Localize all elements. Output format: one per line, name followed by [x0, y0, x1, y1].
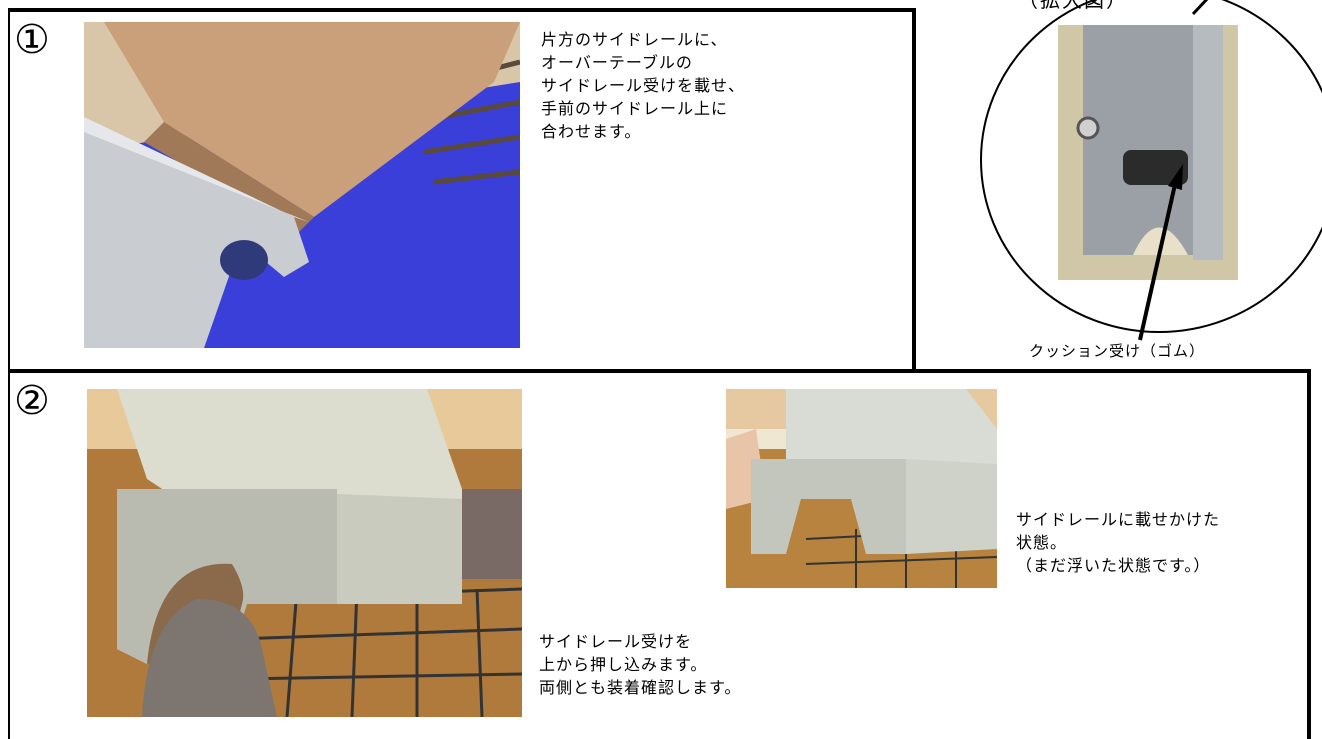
step-2-panel: ② — [8, 369, 1311, 739]
step-2-side-caption-line: （まだ浮いた状態です。） — [1016, 556, 1211, 575]
step-1-panel: ① — [8, 8, 916, 372]
step-1-caption: 片方のサイドレールに、 オーバーテーブルの サイドレール受けを載せ、 手前のサイ… — [541, 28, 745, 143]
step-2-main-caption: サイドレール受けを 上から押し込みます。 両側とも装着確認します。 — [539, 630, 741, 699]
step-2-number: ② — [14, 378, 50, 424]
cushion-label: クッション受け（ゴム） — [1029, 342, 1206, 360]
step-2-main-photo-illustration — [87, 389, 522, 717]
step-2-main-caption-line: サイドレール受けを — [539, 632, 693, 651]
step-2-main-photo — [87, 389, 522, 717]
zoom-circle-illustration — [980, 0, 1322, 341]
step-2-side-caption-line: サイドレールに載せかけた — [1016, 510, 1221, 529]
step-1-caption-line: 手前のサイドレール上に — [541, 99, 729, 118]
step-1-photo — [84, 22, 520, 348]
step-2-main-caption-line: 上から押し込みます。 — [539, 655, 708, 674]
step-2-side-caption: サイドレールに載せかけた 状態。 （まだ浮いた状態です。） — [1016, 508, 1220, 577]
zoom-view — [958, 0, 1322, 372]
step-2-side-photo-illustration — [726, 389, 997, 588]
step-1-caption-line: 片方のサイドレールに、 — [541, 30, 728, 49]
step-1-number: ① — [14, 17, 50, 63]
step-1-caption-line: オーバーテーブルの — [541, 53, 693, 72]
step-2-side-photo — [726, 389, 997, 588]
step-1-photo-illustration — [84, 22, 520, 348]
step-1-caption-line: サイドレール受けを載せ、 — [541, 76, 746, 95]
step-2-main-caption-line: 両側とも装着確認します。 — [539, 678, 742, 697]
zoom-title: （拡大図） — [1018, 0, 1128, 12]
step-1-caption-line: 合わせます。 — [541, 122, 642, 141]
step-2-side-caption-line: 状態。 — [1016, 533, 1068, 552]
